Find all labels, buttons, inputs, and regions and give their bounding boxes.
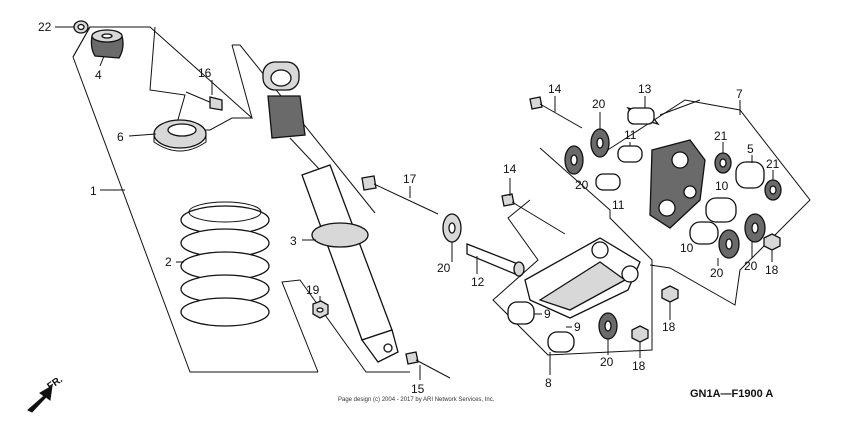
- part-17-bolt: [361, 175, 439, 215]
- callout-8: 8: [545, 376, 552, 390]
- part-20-seal-d: [718, 229, 740, 259]
- part-10-bushing-a: [705, 197, 737, 223]
- callout-11-a: 11: [624, 128, 637, 142]
- copyright-text: Page design (c) 2004 - 2017 by ARI Netwo…: [338, 397, 495, 403]
- callout-14-upper: 14: [548, 82, 562, 96]
- callout-20-e: 20: [744, 259, 758, 273]
- part-7-arm: [649, 139, 706, 229]
- part-3-shock-absorber: [262, 61, 399, 363]
- callout-20-b: 20: [575, 178, 589, 192]
- part-13-collar: [626, 106, 660, 126]
- callout-18-a: 18: [632, 359, 646, 373]
- group-1-outline: [72, 26, 410, 373]
- callout-11-b: 11: [612, 198, 625, 212]
- part-21-seal-b: [764, 179, 782, 201]
- callout-17: 17: [403, 172, 417, 186]
- callout-7: 7: [736, 87, 743, 101]
- part-20-seal-b: [564, 145, 584, 175]
- part-9-bushing-b: [547, 331, 575, 353]
- callout-1: 1: [90, 184, 97, 198]
- part-6-spring-seat: [153, 119, 207, 152]
- callout-10-b: 10: [680, 241, 694, 255]
- part-19-nut: [312, 300, 329, 319]
- part-14-bolt-lower: [501, 193, 566, 235]
- part-15-bolt: [405, 351, 451, 379]
- callout-21-b: 21: [766, 157, 780, 171]
- callout-9-a: 9: [544, 307, 551, 321]
- part-20-seal-a: [590, 128, 610, 158]
- part-20-seal-c: [744, 213, 766, 243]
- callout-20-d: 20: [600, 355, 614, 369]
- part-11-bushing-a: [617, 145, 643, 163]
- callout-18-b: 18: [662, 320, 676, 334]
- leader-lines: [99, 55, 774, 380]
- part-10-bushing-b: [689, 221, 719, 245]
- part-20-seal-e: [598, 312, 618, 340]
- callout-3: 3: [290, 234, 297, 248]
- callouts: 22 4 16 6 1 2 3 19 17 15 14 14 20 20 13 …: [38, 20, 780, 396]
- front-direction-arrow: FR.: [27, 374, 65, 413]
- callout-20-a: 20: [592, 97, 606, 111]
- callout-2: 2: [165, 255, 172, 269]
- callout-5: 5: [747, 142, 754, 156]
- callout-10-a: 10: [715, 179, 729, 193]
- callout-20-c: 20: [437, 261, 451, 275]
- callout-6: 6: [117, 130, 124, 144]
- callout-18-c: 18: [765, 263, 779, 277]
- part-18-nut-a: [763, 233, 781, 251]
- part-4-bushing: [90, 29, 124, 59]
- part-22-nut: [73, 20, 89, 34]
- part-5-collar: [735, 161, 765, 189]
- callout-14-lower: 14: [503, 162, 517, 176]
- part-21-seal-a: [714, 152, 732, 174]
- callout-20-f: 20: [710, 266, 724, 280]
- part-9-bushing-a: [507, 301, 535, 325]
- part-12-collar: [466, 243, 525, 278]
- part-11-bushing-b: [595, 173, 621, 191]
- callout-22: 22: [38, 20, 52, 34]
- part-16-bolt: [185, 91, 223, 111]
- callout-9-b: 9: [574, 320, 581, 334]
- part-14-bolt-upper: [529, 96, 583, 129]
- callout-15: 15: [411, 382, 425, 396]
- group-8-outline: [492, 147, 653, 356]
- part-18-nut-c: [631, 325, 649, 343]
- callout-4: 4: [95, 68, 102, 82]
- part-20-seal-left: [442, 213, 462, 243]
- part-18-nut-b: [661, 285, 679, 303]
- callout-19: 19: [306, 283, 320, 297]
- diagram-code: GN1A—F1900 A: [690, 388, 773, 400]
- part-8-link: [524, 237, 641, 319]
- callout-13: 13: [638, 82, 652, 96]
- callout-16: 16: [198, 66, 212, 80]
- callout-21-a: 21: [714, 129, 728, 143]
- callout-12: 12: [471, 275, 485, 289]
- part-2-spring: [180, 201, 270, 327]
